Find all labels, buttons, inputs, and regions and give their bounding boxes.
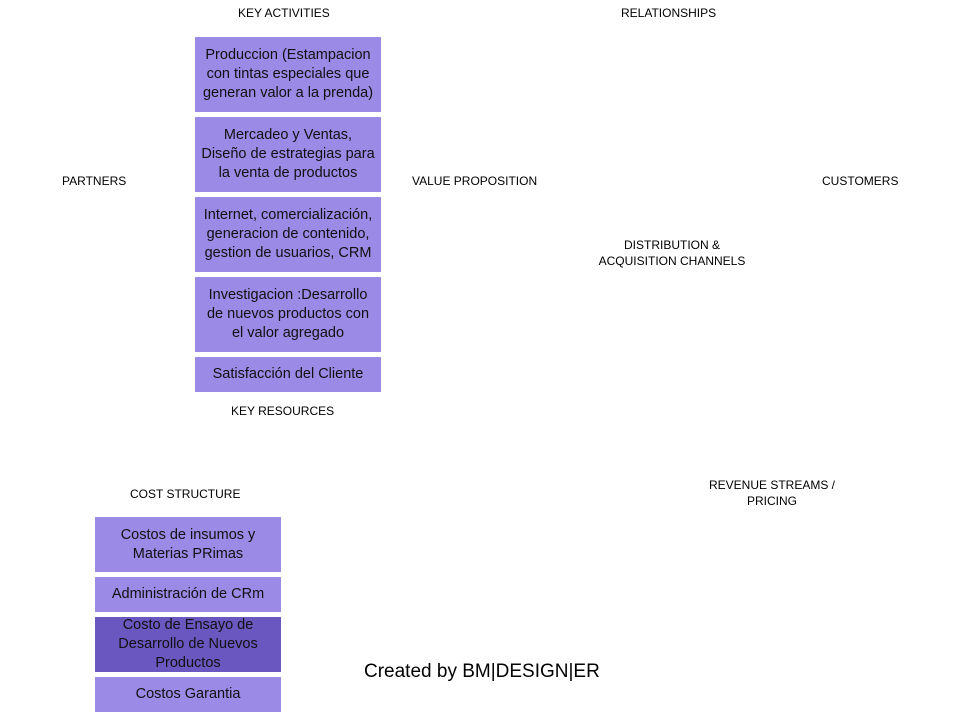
value-proposition-label: VALUE PROPOSITION [412, 174, 538, 188]
activity-text: Produccion (Estampacion con tintas espec… [202, 47, 374, 101]
distribution-label-line2: ACQUISITION CHANNELS [598, 254, 746, 268]
activity-box-produccion: Produccion (Estampacion con tintas espec… [195, 37, 381, 112]
activity-text: Mercadeo y Ventas, Diseño de estrategias… [201, 127, 375, 181]
partners-label: PARTNERS [62, 174, 127, 188]
activity-text: Investigacion :Desarrollo de nuevos prod… [206, 287, 370, 341]
key-activities-label: KEY ACTIVITIES [238, 6, 330, 20]
distribution-channels-label: DISTRIBUTION & ACQUISITION CHANNELS [590, 237, 754, 269]
cost-text: Costos Garantia [135, 686, 241, 702]
revenue-label-line2: PRICING [746, 494, 797, 508]
cost-box-insumos: Costos de insumos y Materias PRimas [95, 517, 281, 572]
cost-structure-label: COST STRUCTURE [130, 487, 241, 501]
cost-box-ensayo: Costo de Ensayo de Desarrollo de Nuevos … [95, 617, 281, 672]
footer-credit: Created by BM|DESIGN|ER [364, 661, 600, 682]
activity-box-satisfaccion: Satisfacción del Cliente [195, 357, 381, 392]
cost-box-garantia: Costos Garantia [95, 677, 281, 712]
cost-text: Administración de CRm [111, 586, 265, 602]
relationships-label: RELATIONSHIPS [621, 6, 717, 20]
cost-box-administracion: Administración de CRm [95, 577, 281, 612]
key-resources-label: KEY RESOURCES [231, 404, 335, 418]
activity-box-mercadeo: Mercadeo y Ventas, Diseño de estrategias… [195, 117, 381, 192]
activity-box-investigacion: Investigacion :Desarrollo de nuevos prod… [195, 277, 381, 352]
distribution-label-line1: DISTRIBUTION & [623, 238, 720, 252]
customers-label: CUSTOMERS [822, 174, 899, 188]
activity-text: Internet, comercialización, generacion d… [203, 207, 373, 261]
cost-text: Costos de insumos y Materias PRimas [120, 526, 256, 562]
activity-text: Satisfacción del Cliente [212, 366, 364, 382]
activity-box-internet: Internet, comercialización, generacion d… [195, 197, 381, 272]
revenue-label-line1: REVENUE STREAMS / [708, 478, 836, 492]
revenue-streams-label: REVENUE STREAMS / PRICING [690, 477, 854, 509]
cost-text: Costo de Ensayo de Desarrollo de Nuevos … [118, 617, 258, 671]
